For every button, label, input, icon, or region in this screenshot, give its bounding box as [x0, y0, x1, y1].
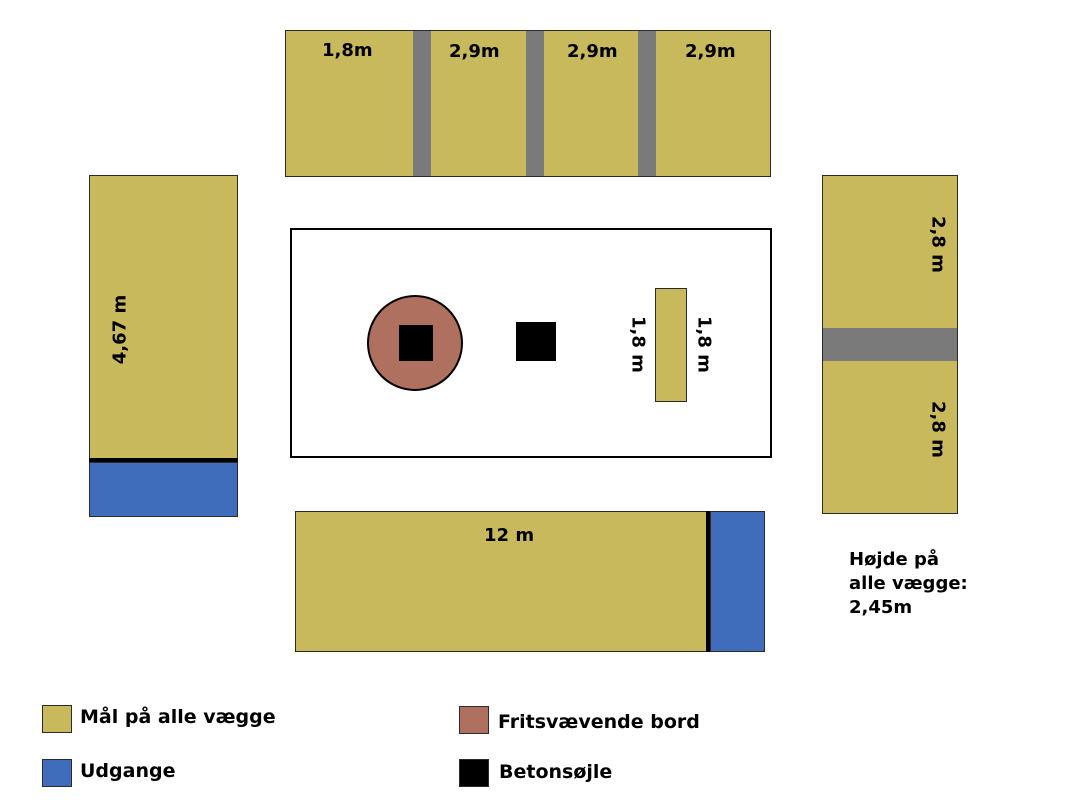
top-wall-gap-1: [413, 31, 431, 176]
pillar-in-table: [399, 325, 433, 361]
legend-pillar-label: Betonsøjle: [499, 761, 613, 783]
bottom-wall: [295, 511, 710, 652]
bottom-exit: [710, 511, 765, 652]
height-note-line-2: alle vægge:: [849, 573, 968, 594]
right-wall-lower-label: 2,8 m: [927, 401, 949, 458]
height-note: Højde på alle vægge: 2,45m: [849, 548, 968, 620]
top-wall-segment-2-label: 2,9m: [449, 41, 500, 62]
center-wall-panel: [655, 288, 687, 402]
height-note-line-1: Højde på: [849, 549, 939, 570]
legend-wall-label: Mål på alle vægge: [80, 706, 276, 728]
top-wall-gap-3: [638, 31, 656, 176]
top-wall-segment-3-label: 2,9m: [567, 41, 618, 62]
left-wall: [89, 175, 238, 463]
legend-exit-label: Udgange: [80, 760, 176, 782]
top-wall-segment-4-label: 2,9m: [685, 41, 736, 62]
legend-wall-swatch: [42, 705, 72, 733]
legend-exit-swatch: [42, 759, 72, 787]
pillar-free: [516, 322, 556, 361]
top-wall-segment-1-label: 1,8m: [322, 40, 373, 61]
legend-table-swatch: [459, 706, 489, 734]
legend-table-label: Fritsvævende bord: [498, 711, 700, 733]
right-wall-upper-label: 2,8 m: [927, 216, 949, 273]
top-wall-gap-2: [526, 31, 544, 176]
center-panel-right-label: 1,8 m: [693, 316, 715, 373]
height-note-line-3: 2,45m: [849, 597, 913, 618]
bottom-wall-label: 12 m: [484, 525, 535, 546]
left-exit: [89, 462, 238, 517]
center-panel-left-label: 1,8 m: [627, 316, 649, 373]
bottom-wall-divider: [706, 511, 711, 652]
left-wall-divider: [89, 458, 238, 463]
right-wall-gap: [823, 328, 957, 361]
legend-pillar-swatch: [459, 759, 489, 787]
left-wall-label: 4,67 m: [109, 294, 131, 365]
